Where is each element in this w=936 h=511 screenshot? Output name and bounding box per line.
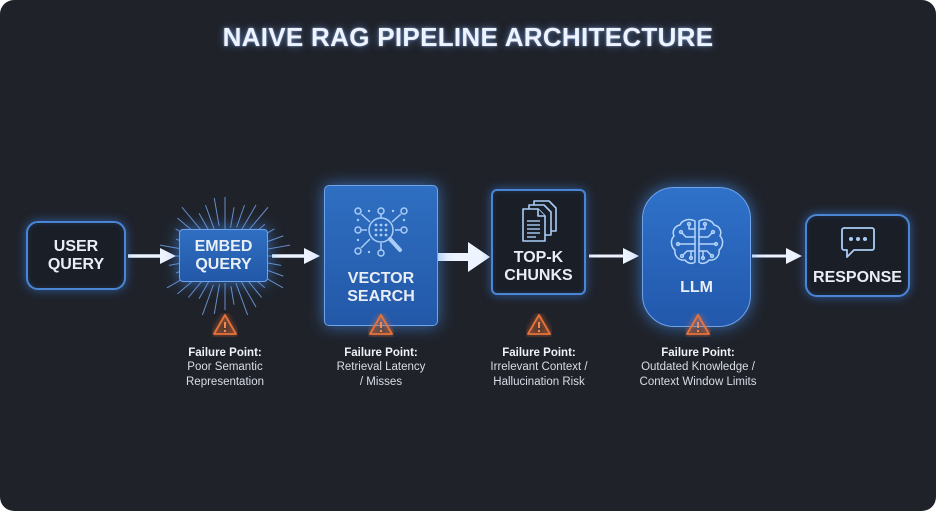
node-label-line: TOP-K [513, 249, 564, 267]
glow-ray [236, 204, 245, 228]
arrow-llm-to-response [752, 248, 802, 264]
glow-ray [201, 284, 214, 315]
arrow-user-to-embed [128, 248, 176, 264]
failure-point-text: Representation [186, 375, 264, 388]
failure-point-text: Outdated Knowledge / [641, 361, 755, 374]
node-label-line: EMBED [194, 237, 253, 255]
failure-point-heading: Failure Point: [502, 347, 576, 359]
node-label: RESPONSE [813, 269, 902, 287]
failure-point-text: Retrieval Latency [336, 361, 426, 374]
failure-point-text: / Misses [359, 375, 403, 388]
node-label: EMBED QUERY [195, 238, 253, 274]
node-label-line: CHUNKS [504, 267, 573, 284]
node-label-line: QUERY [47, 255, 105, 273]
node-user-query: USER QUERY [26, 221, 126, 290]
node-label: VECTOR SEARCH [347, 270, 415, 306]
arrow-vector-to-topk [438, 242, 490, 272]
warning-triangle-icon [369, 314, 393, 335]
glow-ray [213, 197, 220, 226]
glow-ray [205, 204, 215, 230]
failure-point-heading: Failure Point: [188, 347, 262, 359]
node-response: RESPONSE [805, 214, 910, 297]
failure-point-vector: Failure Point: Retrieval Latency / Misse… [281, 346, 481, 389]
failure-point-text: Irrelevant Context / [490, 361, 588, 374]
warning-triangle-icon [527, 314, 551, 335]
node-label-line: VECTOR [347, 269, 415, 287]
failure-point-text: Hallucination Risk [493, 375, 585, 388]
node-llm: LLM [642, 187, 751, 327]
node-label: TOP-K CHUNKS [504, 249, 572, 285]
chat-bubble-icon [840, 226, 875, 258]
glow-ray [213, 284, 220, 315]
node-label-line: USER [53, 237, 99, 255]
node-label: LLM [680, 279, 713, 297]
warning-triangle-icon [686, 314, 710, 335]
failure-point-text: Poor Semantic [187, 361, 263, 374]
brain-circuit-icon [670, 218, 723, 265]
failure-point-heading: Failure Point: [661, 347, 735, 359]
arrow-topk-to-llm [589, 248, 639, 264]
glow-ray [230, 286, 235, 305]
node-embed-query: EMBED QUERY [179, 229, 268, 282]
glow-ray [246, 279, 263, 298]
failure-point-topk: Failure Point: Irrelevant Context / Hall… [439, 346, 639, 389]
glow-ray [230, 207, 235, 228]
node-label-line: LLM [680, 279, 713, 297]
diagram-title: NAIVE RAG PIPELINE ARCHITECTURE [222, 22, 714, 52]
node-label-line: QUERY [195, 255, 252, 273]
node-label: USER QUERY [48, 238, 104, 274]
node-label-line: RESPONSE [813, 268, 902, 286]
node-vector-search: VECTOR SEARCH [324, 185, 438, 326]
vector-search-magnifier-icon [354, 206, 408, 257]
failure-point-llm: Failure Point: Outdated Knowledge / Cont… [598, 346, 798, 389]
glow-ray [198, 279, 211, 300]
glow-ray [239, 279, 257, 308]
failure-point-text: Context Window Limits [639, 375, 757, 388]
failure-point-embed: Failure Point: Poor Semantic Representat… [125, 346, 325, 389]
node-top-k-chunks: TOP-K CHUNKS [491, 189, 586, 295]
arrow-embed-to-vector [272, 248, 320, 264]
warning-triangle-icon [213, 314, 237, 335]
failure-point-heading: Failure Point: [344, 347, 418, 359]
node-label-line: SEARCH [347, 287, 415, 305]
glow-ray [235, 282, 249, 315]
stacked-documents-icon [521, 200, 557, 242]
